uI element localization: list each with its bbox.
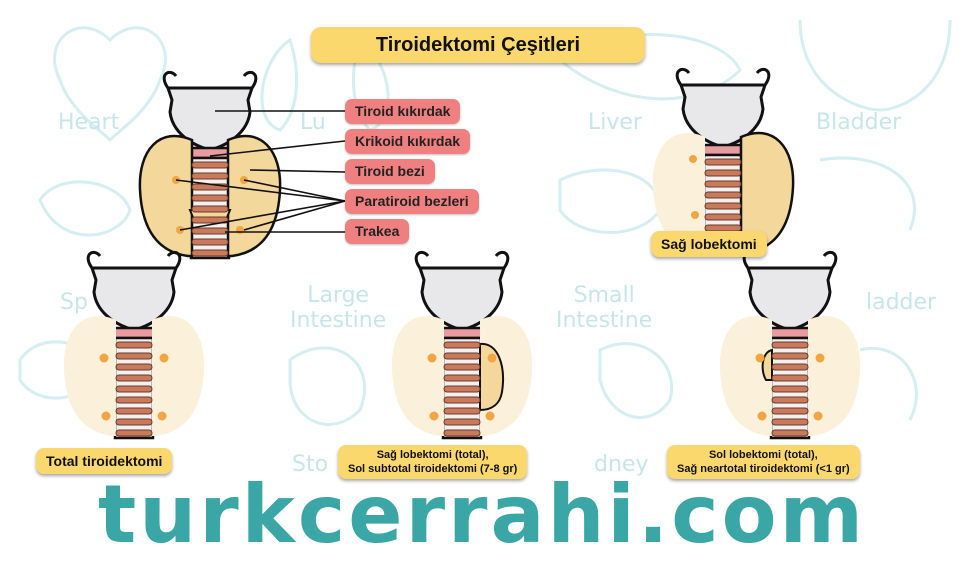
watermark-heart: Heart <box>58 110 119 135</box>
label-krikoid-kikirdak: Krikoid kıkırdak <box>345 129 470 154</box>
watermark-small-intestine: Small Intestine <box>556 283 652 334</box>
label-paratiroid-bezleri: Paratiroid bezleri <box>345 189 479 214</box>
brand-watermark: turkcerrahi.com <box>0 470 964 560</box>
caption-sag-lobektomi: Sağ lobektomi <box>651 231 767 257</box>
anatomy-sol-neartotal <box>720 252 860 438</box>
caption-line: Sağ lobektomi (total), <box>348 448 517 462</box>
watermark-gallbladder: ladder <box>866 290 936 315</box>
caption-line: Sol lobektomi (total), <box>677 448 850 462</box>
anatomy-main <box>140 72 280 258</box>
anatomy-sag-subtotal <box>392 252 532 438</box>
label-tiroid-bezi: Tiroid bezi <box>345 159 435 184</box>
watermark-bladder: Bladder <box>816 110 901 135</box>
watermark-lung: Lu <box>300 110 326 135</box>
label-tiroid-kikirdak: Tiroid kıkırdak <box>345 99 460 124</box>
diagram-title: Tiroidektomi Çeşitleri <box>311 27 645 63</box>
anatomy-total <box>64 252 204 438</box>
watermark-large-intestine: Large Intestine <box>290 283 386 334</box>
watermark-liver: Liver <box>588 110 642 135</box>
watermark-spleen: Sp <box>60 290 88 315</box>
label-trakea: Trakea <box>345 219 409 244</box>
